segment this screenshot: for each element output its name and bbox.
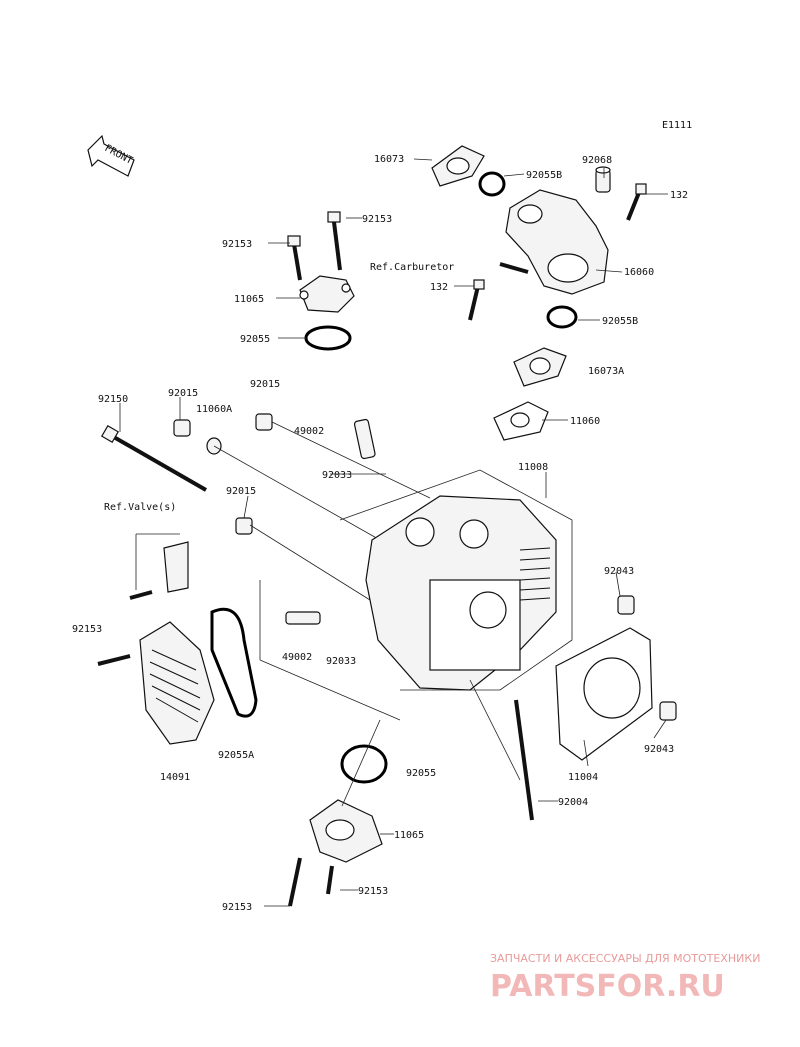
bolt-92153-b <box>327 211 342 271</box>
bolt-92153-a <box>287 235 302 281</box>
label-92150: 92150 <box>98 394 128 405</box>
label-11008: 11008 <box>518 462 548 473</box>
label-92015-c: 92015 <box>226 486 256 497</box>
label-49002-bottom: 49002 <box>282 652 312 663</box>
nut-92015-a <box>173 419 191 437</box>
o-ring-92055-top <box>304 325 352 351</box>
watermark-logo: PARTSFOR.RU <box>490 969 725 1004</box>
diagram-code: E1111 <box>662 120 692 131</box>
intake-pipe-16060 <box>505 189 609 295</box>
insulator-16073a <box>513 347 567 387</box>
o-ring-92055b-top <box>478 171 506 197</box>
label-11065-bottom: 11065 <box>394 830 424 841</box>
label-92043-top: 92043 <box>604 566 634 577</box>
insulator-16073 <box>431 145 485 187</box>
label-16060: 16060 <box>624 267 654 278</box>
dowel-92043-top <box>617 595 635 615</box>
gasket-92055a <box>210 607 258 718</box>
label-132-lower: 132 <box>430 282 448 293</box>
collar-92068 <box>595 166 611 193</box>
label-11060: 11060 <box>570 416 600 427</box>
label-11065-top: 11065 <box>234 294 264 305</box>
label-92033-bottom: 92033 <box>326 656 356 667</box>
stud-92004 <box>514 699 534 821</box>
nut-92015-b <box>255 413 273 431</box>
cam-cap-11065-bottom <box>309 799 383 863</box>
label-132-top: 132 <box>670 190 688 201</box>
label-92055b-lower: 92055B <box>602 316 638 327</box>
bolt-92153-valve <box>129 590 153 600</box>
label-92153-cover: 92153 <box>72 624 102 635</box>
label-11060a: 11060A <box>196 404 232 415</box>
adjuster-49002-bottom <box>285 611 321 625</box>
label-92055-bottom: 92055 <box>406 768 436 779</box>
ref-carburetor: Ref.Carburetor <box>370 262 454 273</box>
label-92055b-top: 92055B <box>526 170 562 181</box>
label-92043-bottom: 92043 <box>644 744 674 755</box>
cylinder-head-11008 <box>365 495 557 691</box>
bolt-132-carb <box>499 262 529 274</box>
label-92033-top: 92033 <box>322 470 352 481</box>
bolt-132-top <box>626 183 647 221</box>
cylinder-gasket-11004 <box>555 627 653 761</box>
label-92004: 92004 <box>558 797 588 808</box>
front-arrow-icon: FRONT <box>87 134 135 177</box>
label-16073: 16073 <box>374 154 404 165</box>
label-92153-a: 92153 <box>362 214 392 225</box>
label-92055-top: 92055 <box>240 334 270 345</box>
bolt-92153-d <box>288 857 302 907</box>
label-92015-a: 92015 <box>168 388 198 399</box>
label-92153-b: 92153 <box>222 239 252 250</box>
label-11004: 11004 <box>568 772 598 783</box>
dowel-92043-bottom <box>659 701 677 721</box>
adjuster-49002-top <box>353 418 376 460</box>
label-92153-d: 92153 <box>222 902 252 913</box>
gasket-11060 <box>493 401 549 441</box>
watermark-tagline: ЗАПЧАСТИ И АКСЕССУАРЫ ДЛЯ МОТОТЕХНИКИ <box>490 952 760 965</box>
bolt-92153-e <box>326 865 334 895</box>
label-49002-top: 49002 <box>294 426 324 437</box>
label-92055a: 92055A <box>218 750 254 761</box>
label-16073a: 16073A <box>588 366 624 377</box>
o-ring-92055-bottom <box>340 744 388 784</box>
cam-cap-11065-top <box>299 275 355 313</box>
label-92015-b: 92015 <box>250 379 280 390</box>
head-cover-14091 <box>139 621 215 745</box>
valve-bracket <box>135 533 189 593</box>
ref-valves: Ref.Valve(s) <box>104 502 176 513</box>
nut-92015-c <box>235 517 253 535</box>
label-92068: 92068 <box>582 155 612 166</box>
o-ring-92055b-lower <box>546 305 578 329</box>
label-14091: 14091 <box>160 772 190 783</box>
bolt-132-lower <box>468 279 485 321</box>
label-92153-e: 92153 <box>358 886 388 897</box>
bolt-92153-cover <box>97 654 131 666</box>
stud-bolt-92150 <box>100 424 207 492</box>
